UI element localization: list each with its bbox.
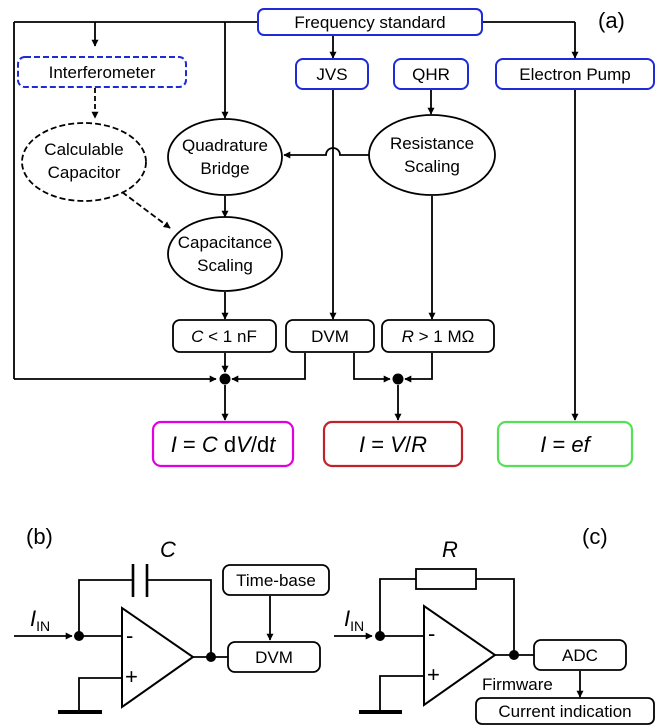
c-input-label: IIN [344, 606, 364, 634]
b-dvm-label: DVM [255, 648, 293, 667]
resistance-to-bridge-arrow [283, 147, 369, 159]
c-feedback-right [476, 578, 515, 655]
b-opamp-plus: + [125, 664, 138, 689]
panel-c: (c) R IIN - + ADC Firmware Current indic… [334, 524, 655, 725]
panel-c-label: (c) [582, 524, 608, 549]
capacitor-c-label: C [160, 537, 176, 562]
r-ref-rest: > 1 MΩ [414, 327, 474, 346]
panel-a-label: (a) [598, 8, 625, 33]
result-pump-box [496, 420, 634, 468]
time-base-box [222, 564, 330, 596]
qhr-box [393, 58, 469, 90]
b-feedback-right [147, 579, 212, 657]
rr-v: V [390, 432, 407, 457]
c-opamp-minus: - [428, 621, 435, 646]
rp-ef: ef [571, 432, 592, 457]
capacitor-to-scaling-arrow [121, 191, 171, 229]
rc-d1: d [218, 432, 236, 457]
current-indication-label: Current indication [498, 702, 631, 721]
panel-b-label: (b) [26, 524, 53, 549]
b-input-sub: IN [36, 618, 50, 634]
rc-v: V [236, 432, 253, 457]
resistance-scaling-line1: Resistance [390, 134, 474, 153]
rc-i: I [171, 432, 177, 457]
capacitance-scaling-line1: Capacitance [178, 233, 273, 252]
dvm-box [285, 319, 375, 353]
rr-i: I [359, 432, 365, 457]
cap-junction-dot [219, 373, 231, 385]
rref-to-node-arrow [404, 353, 433, 383]
c-ref-label: C < 1 nF [191, 327, 257, 346]
quadrature-bridge-line1: Quadrature [182, 136, 268, 155]
dvm-label: DVM [311, 327, 349, 346]
result-pump-formula: I = ef [540, 432, 592, 457]
quadrature-bridge-line2: Bridge [200, 159, 249, 178]
r-ref-var: R [402, 327, 414, 346]
electron-pump-label: Electron Pump [519, 65, 631, 84]
interferometer-label: Interferometer [49, 63, 156, 82]
rr-eq: = [365, 432, 390, 457]
rc-d2: /d [251, 432, 269, 457]
panel-a: (a) Frequency standard Interferometer JV… [13, 8, 655, 468]
b-dvm-box [227, 641, 321, 673]
c-resistor [415, 568, 477, 590]
result-resistance-box [322, 420, 464, 468]
resistance-scaling-line2: Scaling [404, 157, 460, 176]
calculable-capacitor-line1: Calculable [44, 140, 123, 159]
panel-b: (b) C IIN - + Time-base DVM [14, 524, 330, 714]
c-opamp [423, 604, 497, 707]
r-ref-box [381, 319, 495, 353]
interferometer-box [17, 56, 187, 88]
result-capacitance-box [151, 420, 295, 468]
adc-label: ADC [562, 646, 598, 665]
b-input-i: I [30, 606, 36, 631]
jvs-box [295, 58, 369, 90]
adc-box [533, 639, 627, 671]
c-opamp-plus: + [427, 662, 440, 687]
qhr-label: QHR [412, 65, 450, 84]
firmware-label: Firmware [482, 675, 553, 694]
c-input-sub: IN [350, 618, 364, 634]
frequency-standard-box [257, 8, 483, 36]
quadrature-bridge-ellipse [167, 118, 283, 196]
rc-c: C [202, 432, 218, 457]
b-opamp [121, 606, 195, 709]
resistor-r-label: R [442, 537, 458, 562]
c-ground-wire [379, 675, 424, 711]
rp-i: I [540, 432, 546, 457]
rc-t: t [269, 432, 276, 457]
b-feedback-left [78, 579, 133, 636]
rr-sl: / [405, 432, 412, 457]
frequency-standard-label: Frequency standard [294, 13, 445, 32]
c-ref-var: C [191, 327, 204, 346]
capacitance-scaling-line2: Scaling [197, 256, 253, 275]
b-input-label: IIN [30, 606, 50, 634]
calculable-capacitor-line2: Capacitor [48, 163, 121, 182]
calculable-capacitor-ellipse [21, 122, 147, 202]
rc-eq: = [177, 432, 202, 457]
dvm-to-res-node-arrow [353, 353, 391, 383]
b-output-node [206, 652, 216, 662]
b-opamp-minus: - [126, 623, 133, 648]
resistance-scaling-ellipse [368, 114, 496, 196]
capacitance-scaling-ellipse [167, 216, 283, 292]
res-junction-dot [392, 373, 404, 385]
c-ref-rest: < 1 nF [203, 327, 256, 346]
jvs-label: JVS [316, 65, 347, 84]
c-ref-box [172, 319, 277, 353]
dvm-to-cap-node-arrow [231, 353, 306, 383]
result-capacitance-formula: I = C dV/dt [171, 432, 277, 457]
c-output-node [509, 650, 519, 660]
rr-r: R [411, 432, 427, 457]
c-feedback-left [379, 578, 416, 636]
b-ground-wire [78, 677, 122, 711]
electron-pump-box [495, 58, 655, 90]
result-resistance-formula: I = V/R [359, 432, 427, 457]
current-indication-box [475, 697, 655, 725]
time-base-label: Time-base [236, 571, 316, 590]
c-input-i: I [344, 606, 350, 631]
rp-eq: = [546, 432, 571, 457]
r-ref-label: R > 1 MΩ [402, 327, 475, 346]
